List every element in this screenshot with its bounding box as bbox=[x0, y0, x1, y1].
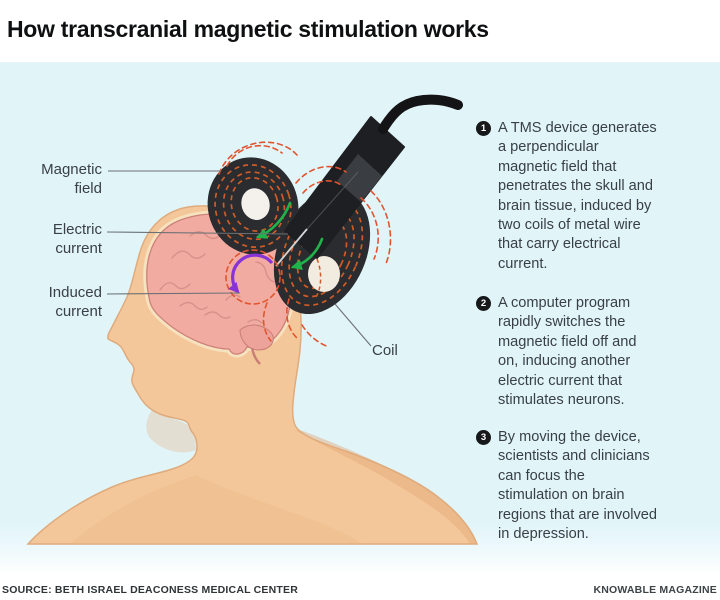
device-cable bbox=[378, 94, 463, 134]
source-credit: SOURCE: BETH ISRAEL DEACONESS MEDICAL CE… bbox=[2, 584, 299, 596]
page-title: How transcranial magnetic stimulation wo… bbox=[7, 16, 489, 42]
handle-wire-highlight bbox=[275, 228, 308, 267]
label-coil: Coil bbox=[372, 342, 398, 359]
leader-lines bbox=[106, 170, 372, 347]
coil-leader bbox=[334, 303, 372, 347]
step-1-text: A TMS device generates a perpendicular m… bbox=[498, 120, 657, 272]
chest-shading bbox=[70, 475, 362, 544]
electric-current-leader bbox=[106, 231, 289, 235]
person-figure bbox=[26, 205, 479, 545]
neck-shading bbox=[146, 410, 196, 453]
step-3-number-badge: 3 bbox=[476, 430, 491, 445]
label-magnetic-field: Magnetic field bbox=[41, 161, 102, 197]
device-handle bbox=[275, 94, 463, 267]
step-2-number-badge: 2 bbox=[476, 296, 491, 311]
label-induced-current: Induced current bbox=[48, 284, 102, 320]
induced-current-ring bbox=[228, 253, 274, 294]
step-2-text: A computer program rapidly switches the … bbox=[498, 295, 637, 409]
head-silhouette bbox=[26, 205, 479, 545]
magnetic-field-lines bbox=[218, 141, 392, 348]
induced-current-leader bbox=[106, 292, 241, 295]
coil-lower-hole bbox=[308, 256, 340, 292]
electric-current-arrows bbox=[255, 201, 324, 270]
brand-credit: KNOWABLE MAGAZINE bbox=[593, 584, 717, 596]
coil-upper bbox=[207, 157, 299, 255]
label-electric-current: Electric current bbox=[52, 221, 102, 257]
step-3: 3 By moving the device, scientists and c… bbox=[476, 428, 716, 544]
step-1-number-badge: 1 bbox=[476, 121, 491, 136]
step-2: 2 A computer program rapidly switches th… bbox=[476, 294, 716, 410]
step-1: 1 A TMS device generates a perpendicular… bbox=[476, 119, 716, 274]
brainstem bbox=[250, 347, 261, 365]
footer: SOURCE: BETH ISRAEL DEACONESS MEDICAL CE… bbox=[0, 575, 720, 600]
coil-wire-through-hole bbox=[315, 258, 322, 298]
step-3-text: By moving the device, scientists and cli… bbox=[498, 429, 658, 543]
